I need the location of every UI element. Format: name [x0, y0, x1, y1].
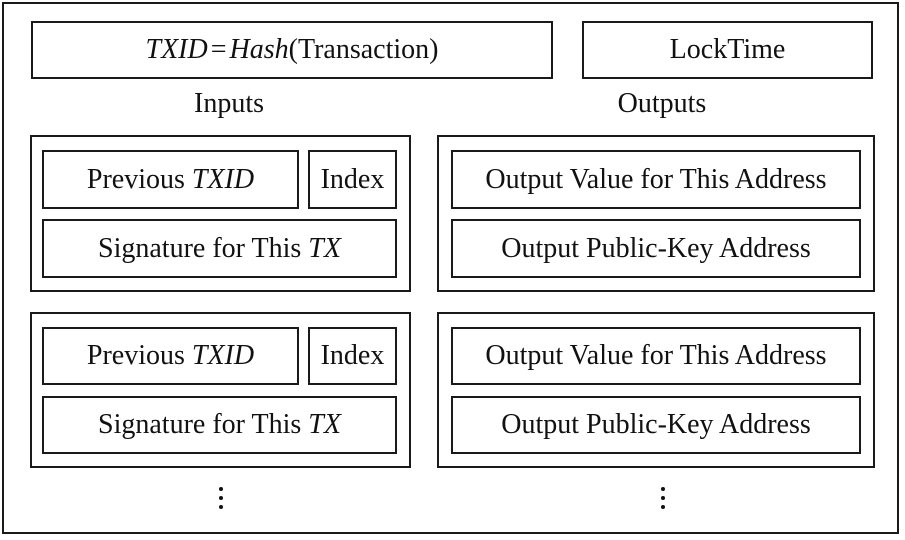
- txid-label: TXID: [191, 163, 255, 195]
- txid-symbol: TXID: [145, 34, 208, 65]
- input-group-1: Previous TXID Index Signature for This T…: [30, 135, 411, 292]
- hash-argument: (Transaction): [288, 34, 439, 65]
- input-group-2: Previous TXID Index Signature for This T…: [30, 312, 411, 468]
- inputs-label: Inputs: [194, 88, 264, 119]
- previous-txid-box: Previous TXID: [42, 327, 299, 385]
- previous-txid-box: Previous TXID: [42, 150, 299, 209]
- outputs-continuation-dots: [660, 487, 666, 514]
- txid-box: TXID = Hash (Transaction): [31, 21, 553, 79]
- index-box: Index: [308, 327, 397, 385]
- signature-label: Signature for This: [98, 409, 309, 440]
- output-address-box: Output Public-Key Address: [451, 396, 861, 454]
- output-address-label: Output Public-Key Address: [501, 409, 811, 440]
- index-label: Index: [320, 340, 385, 371]
- tx-label: TX: [308, 232, 341, 264]
- locktime-box: LockTime: [582, 21, 873, 79]
- previous-label: Previous: [86, 340, 192, 371]
- tx-label: TX: [308, 409, 341, 440]
- signature-box: Signature for This TX: [42, 396, 397, 454]
- output-address-box: Output Public-Key Address: [451, 219, 861, 278]
- output-value-box: Output Value for This Address: [451, 327, 861, 385]
- signature-box: Signature for This TX: [42, 219, 397, 278]
- output-address-label: Output Public-Key Address: [501, 232, 811, 264]
- outputs-label: Outputs: [617, 88, 707, 119]
- output-value-label: Output Value for This Address: [485, 163, 827, 195]
- output-group-2: Output Value for This Address Output Pub…: [437, 312, 875, 468]
- equals-sign: =: [210, 34, 227, 65]
- output-value-box: Output Value for This Address: [451, 150, 861, 209]
- previous-label: Previous: [86, 163, 192, 195]
- txid-label: TXID: [191, 340, 255, 371]
- index-label: Index: [320, 163, 385, 195]
- signature-label: Signature for This: [98, 232, 309, 264]
- locktime-label: LockTime: [669, 34, 786, 65]
- inputs-continuation-dots: [218, 487, 224, 514]
- index-box: Index: [308, 150, 397, 209]
- output-group-1: Output Value for This Address Output Pub…: [437, 135, 875, 292]
- hash-function: Hash: [229, 34, 289, 65]
- output-value-label: Output Value for This Address: [485, 340, 827, 371]
